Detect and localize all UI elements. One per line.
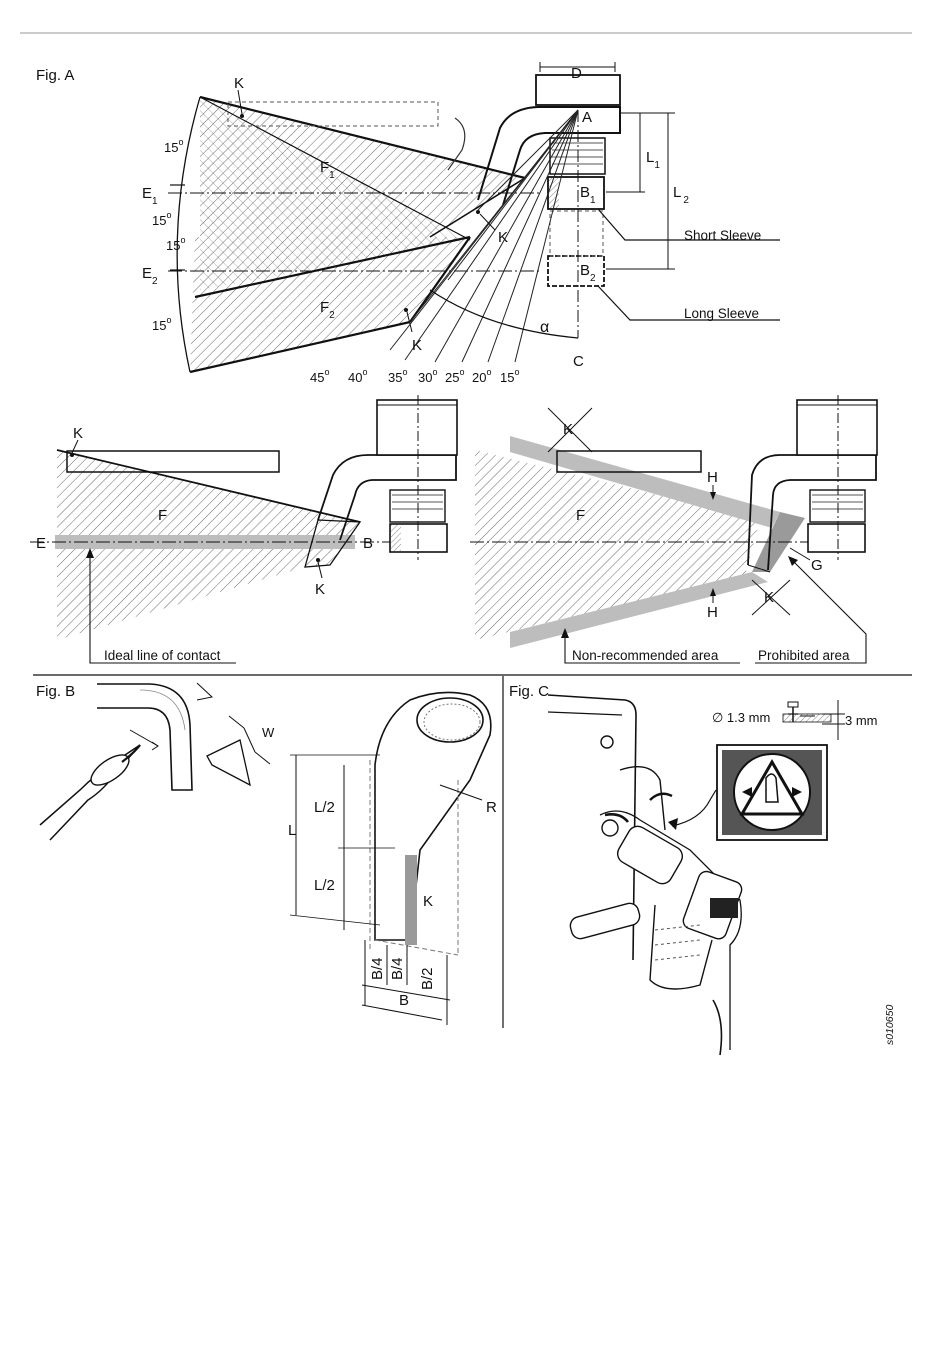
ll-label-e: E — [36, 535, 46, 552]
label-b-k: K — [423, 893, 433, 910]
ll-label-k-top: K — [73, 425, 83, 442]
label-k-top: K — [234, 75, 244, 92]
angle-15: 15o — [500, 367, 519, 385]
side-angle-1: 15o — [164, 137, 183, 155]
label-b-l: L — [288, 822, 296, 839]
label-k-bottom: K — [412, 337, 422, 354]
lr-label-f: F — [576, 507, 585, 524]
lr-label-k-bottom: K — [764, 589, 774, 606]
label-e1: E1 — [142, 185, 158, 207]
angle-35: 35o — [388, 367, 407, 385]
label-b-l-half-bottom: L/2 — [314, 877, 335, 894]
label-diameter: ∅ 1.3 mm — [712, 710, 770, 725]
fig-c-title: Fig. C — [509, 683, 549, 700]
callout-long-sleeve: Long Sleeve — [684, 306, 759, 321]
fig-b-title: Fig. B — [36, 683, 75, 700]
fig-a: Fig. A — [36, 62, 780, 385]
callout-non-recommended: Non-recommended area — [572, 648, 719, 663]
angle-25: 25o — [445, 367, 464, 385]
label-k-middle: K — [498, 229, 508, 246]
fig-a-title: Fig. A — [36, 67, 74, 84]
label-b-l-half-top: L/2 — [314, 799, 335, 816]
callout-ideal-line: Ideal line of contact — [104, 648, 221, 663]
label-l1: L1 — [646, 149, 660, 171]
callout-prohibited: Prohibited area — [758, 648, 850, 663]
label-r: R — [486, 799, 497, 816]
label-w: W — [262, 725, 275, 740]
ll-label-k-bottom: K — [315, 581, 325, 598]
angle-20: 20o — [472, 367, 491, 385]
label-e2: E2 — [142, 265, 158, 287]
label-d: D — [571, 65, 582, 82]
angle-40: 40o — [348, 367, 367, 385]
fig-a-lower-right: K F H H G K Non-recommended area Prohibi… — [470, 395, 877, 663]
lr-label-g: G — [811, 557, 823, 574]
side-angle-4: 15o — [152, 315, 171, 333]
label-alpha: α — [540, 319, 549, 336]
angle-30: 30o — [418, 367, 437, 385]
label-b-quarter-2: B/4 — [389, 957, 406, 980]
fig-b: Fig. B W L L/2 L/2 R — [36, 683, 497, 1025]
side-angle-labels: 15o 15o 15o 15o — [152, 137, 185, 333]
bottom-angle-labels: 45o 40o 35o 30o 25o 20o 15o — [310, 367, 519, 385]
label-b-quarter-1: B/4 — [369, 957, 386, 980]
side-angle-3: 15o — [166, 235, 185, 253]
fig-a-lower-left: K F E B K Ideal line of contact — [30, 395, 457, 663]
lr-label-k-top: K — [563, 421, 573, 438]
label-c: C — [573, 353, 584, 370]
label-a: A — [582, 109, 592, 126]
lr-label-h-top: H — [707, 469, 718, 486]
lr-label-h-bottom: H — [707, 604, 718, 621]
k-strip — [405, 855, 417, 945]
callout-short-sleeve: Short Sleeve — [684, 228, 761, 243]
fig-c: Fig. C — [509, 683, 878, 1055]
label-depth: 3 mm — [845, 713, 878, 728]
label-b: B — [399, 992, 409, 1009]
label-b-half: B/2 — [419, 967, 436, 990]
ll-label-f: F — [158, 507, 167, 524]
side-angle-2: 15o — [152, 210, 171, 228]
reference-code: s010650 — [884, 1005, 896, 1045]
ll-label-b: B — [363, 535, 373, 552]
angle-45: 45o — [310, 367, 329, 385]
